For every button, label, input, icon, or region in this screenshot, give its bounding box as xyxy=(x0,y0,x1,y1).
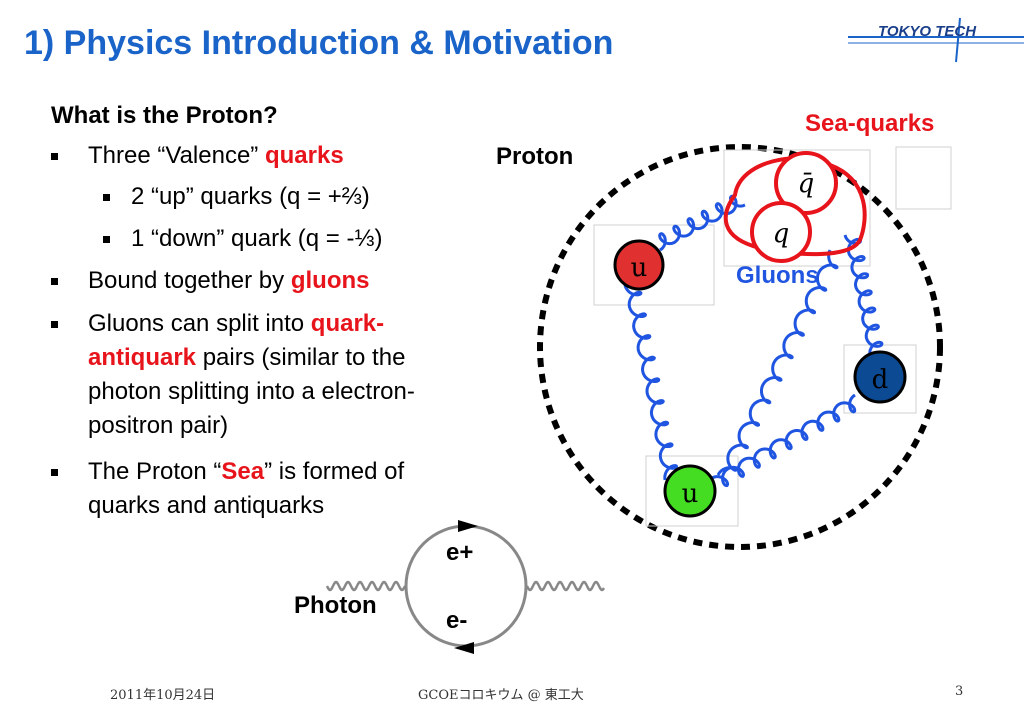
bullet-up-quarks: 2 “up” quarks (q = +⅔) xyxy=(103,180,370,214)
sea-quarks-label: Sea-quarks xyxy=(805,110,935,137)
bullet-highlight: gluons xyxy=(290,267,370,294)
photon-label: Photon xyxy=(294,592,377,619)
positron-label: e+ xyxy=(446,539,474,566)
bullet-text: quarks and antiquarks xyxy=(88,492,325,519)
bullet-gluon-split: Gluons can split into quark- antiquark p… xyxy=(51,307,491,443)
footer-date: 2011年10月24日 xyxy=(110,688,216,703)
bullet-text: 2 “up” quarks (q = +⅔) xyxy=(131,183,370,210)
bullet-text: Bound together by xyxy=(88,267,291,294)
electron-label: e- xyxy=(446,607,468,634)
tokyo-tech-logo: TOKYO TECH xyxy=(848,17,1024,63)
sea-quark-pair: q̄ q xyxy=(723,151,867,263)
gluon-spring xyxy=(658,194,746,252)
antiquark-label: q̄ xyxy=(798,169,815,199)
bullet-text: pairs (similar to the xyxy=(196,344,406,371)
gluons-label: Gluons xyxy=(736,262,819,289)
gluon-spring xyxy=(623,284,679,481)
photon-wave-right xyxy=(525,580,606,592)
bullet-valence: Three “Valence” quarks xyxy=(51,139,344,173)
gluon-lines xyxy=(623,194,884,488)
footer-page-number: 3 xyxy=(955,684,964,699)
bullet-square-icon xyxy=(103,236,110,243)
bullet-gluons: Bound together by gluons xyxy=(51,264,369,298)
sea-quark-frame xyxy=(723,149,871,267)
bullet-text: The Proton “ xyxy=(88,458,222,485)
section-heading: What is the Proton? xyxy=(51,102,278,129)
down-quark-label: d xyxy=(872,365,889,395)
bullet-text: Three “Valence” xyxy=(88,142,265,169)
empty-frame xyxy=(895,146,952,210)
logo-text: TOKYO TECH xyxy=(878,23,977,40)
bullet-highlight: Sea xyxy=(221,458,265,485)
bullet-text: 1 “down” quark (q = -⅓) xyxy=(131,225,383,252)
positron-arrow-icon xyxy=(458,520,478,532)
gluon-spring xyxy=(711,393,857,488)
up-quark-red: u xyxy=(613,239,665,291)
bullet-square-icon xyxy=(51,321,58,328)
bullet-square-icon xyxy=(103,194,110,201)
quark-frame xyxy=(593,224,715,306)
bullet-text: ” is formed of xyxy=(264,458,405,485)
bullet-highlight: quarks xyxy=(264,142,344,169)
sea-quark-circle xyxy=(750,201,812,263)
up-quark-label: u xyxy=(682,479,699,509)
electron-arrow-icon xyxy=(454,642,474,654)
gluon-spring xyxy=(843,234,884,356)
gluon-spring xyxy=(716,249,839,476)
proton-boundary xyxy=(537,144,943,550)
bullet-square-icon xyxy=(51,469,58,476)
bullet-square-icon xyxy=(51,278,58,285)
up-quark-label: u xyxy=(631,253,648,283)
up-quark-green: u xyxy=(663,464,717,518)
bullet-proton-sea: The Proton “Sea” is formed of quarks and… xyxy=(51,455,491,523)
footer-event: GCOEコロキウム @ 東工大 xyxy=(418,688,584,703)
quark-frame xyxy=(645,455,739,527)
slide-title: 1) Physics Introduction & Motivation xyxy=(24,24,614,62)
photon-wave-left xyxy=(325,580,407,592)
photon-loop-diagram xyxy=(325,520,606,654)
antiquark-circle xyxy=(774,151,838,215)
bullet-highlight: quark- xyxy=(310,310,385,337)
bullet-square-icon xyxy=(51,153,58,160)
bullet-text: positron pair) xyxy=(88,412,229,439)
bullet-down-quark: 1 “down” quark (q = -⅓) xyxy=(103,222,382,256)
proton-label: Proton xyxy=(496,143,574,170)
sea-quark-label: q xyxy=(773,219,790,249)
bullet-text: photon splitting into a electron- xyxy=(88,378,415,405)
down-quark-blue: d xyxy=(853,350,907,404)
bullet-text: Gluons can split into xyxy=(88,310,311,337)
bullet-highlight: antiquark xyxy=(88,344,197,371)
